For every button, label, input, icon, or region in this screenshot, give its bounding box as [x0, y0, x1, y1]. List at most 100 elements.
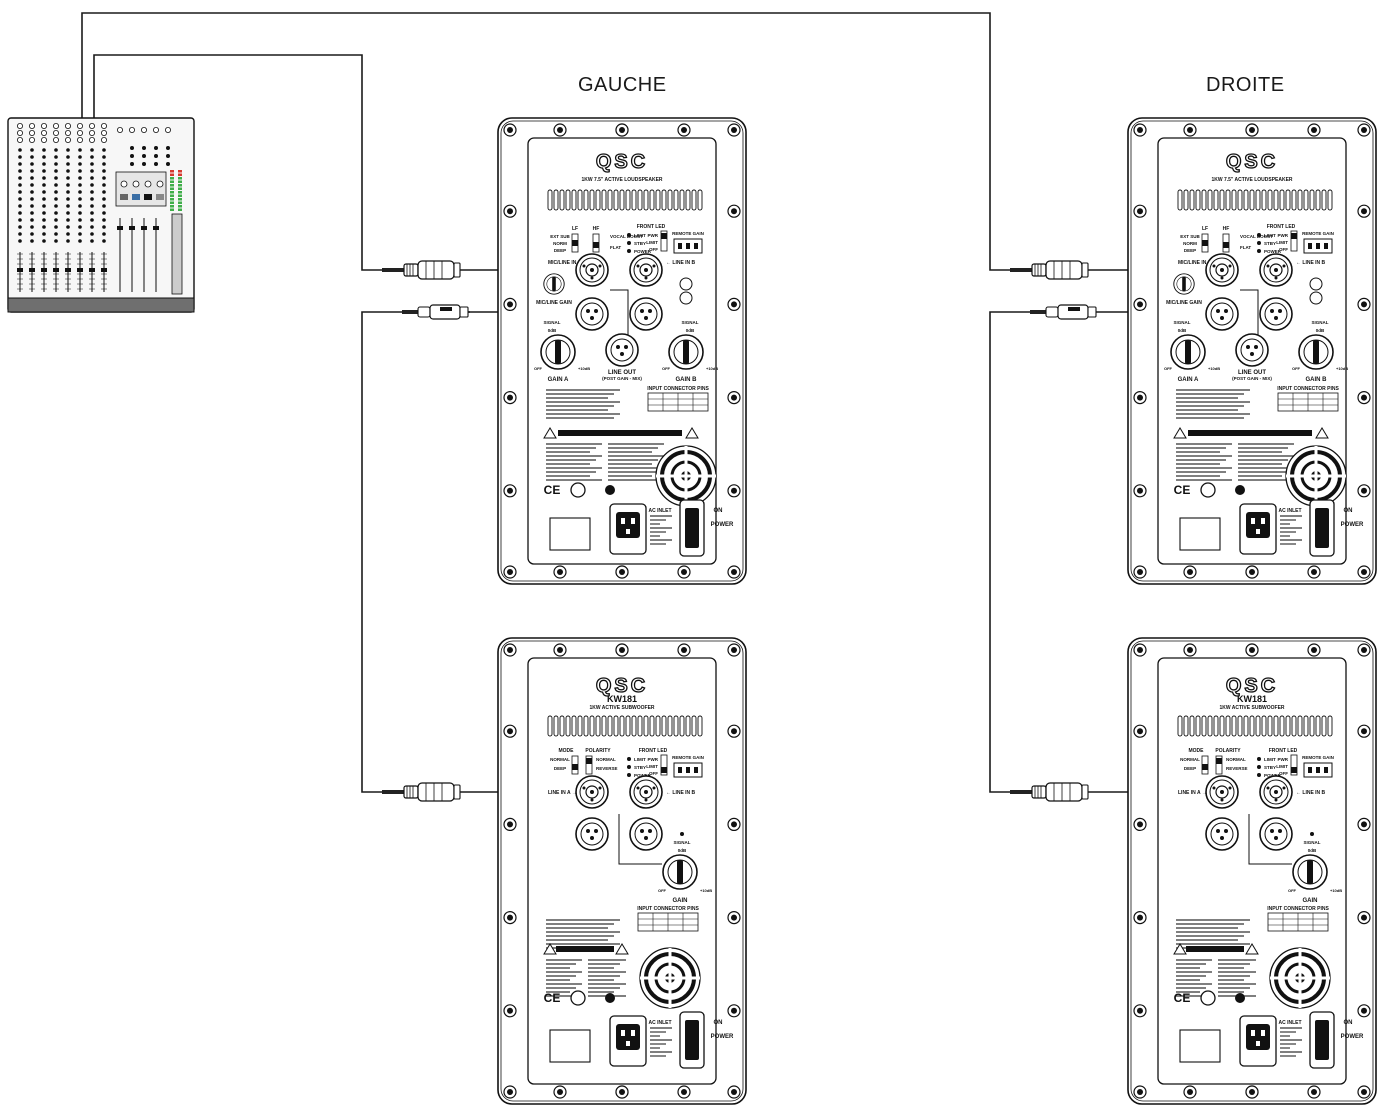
polarity-switch[interactable] [585, 755, 593, 775]
level-meter-segment [170, 173, 174, 176]
mounting-screw [1183, 1085, 1197, 1099]
mixer-knob [90, 162, 94, 166]
mode-label: MODE [1189, 748, 1205, 754]
warning-icon [615, 943, 629, 955]
led-stby-label: STBY [1264, 765, 1276, 770]
signal-label: SIGNAL [1303, 840, 1320, 845]
line-in-b-label: ← LINE IN B [1296, 790, 1326, 796]
vent-slot [1183, 189, 1189, 211]
mixer-knob [66, 218, 70, 222]
mounting-screw [727, 1085, 741, 1099]
sub-model: KW181 [607, 694, 637, 704]
polarity-switch[interactable] [1215, 755, 1223, 775]
vent-slot [643, 189, 649, 211]
mixer-knob [66, 155, 70, 159]
hf-label: HF [593, 226, 600, 232]
vent-slot [625, 189, 631, 211]
limit-sel-label: LIMIT [646, 764, 658, 769]
remote-gain-pin [686, 767, 690, 773]
vent-slot [697, 189, 703, 211]
gain-a-label: GAIN A [1178, 377, 1199, 383]
mixer-knob [18, 155, 22, 159]
mixer-knob [54, 155, 58, 159]
mounting-screw [1133, 1004, 1147, 1018]
mixer-jack [28, 129, 35, 136]
mounting-screw [503, 297, 517, 311]
warning-bar [558, 430, 682, 436]
mixer-knob [90, 190, 94, 194]
mixer-knob [102, 169, 106, 173]
power-rocker [1315, 1020, 1329, 1060]
warning-icon [543, 427, 557, 439]
fader-cap [101, 268, 107, 272]
front-led-switch[interactable] [1290, 230, 1298, 252]
mounting-screw [503, 484, 517, 498]
level-meter-segment [178, 201, 182, 204]
mixer-jack [28, 123, 35, 130]
mixer-knob [54, 176, 58, 180]
warning-bar [1188, 430, 1312, 436]
mixer-jack [77, 123, 84, 130]
mounting-screw [727, 297, 741, 311]
rca-jack [679, 291, 693, 305]
vent-slot [583, 715, 589, 737]
vent-slot [655, 715, 661, 737]
level-meter-segment [178, 198, 182, 201]
fx-knob [120, 180, 128, 188]
remote-gain-pin [686, 243, 690, 249]
mounting-screw [1357, 643, 1371, 657]
mixer-knob [18, 148, 22, 152]
vent-slot [619, 715, 625, 737]
weee-mark-icon [1235, 993, 1245, 1003]
mounting-screw [503, 565, 517, 579]
vent-slot [1309, 189, 1315, 211]
fader-cap [129, 226, 135, 230]
mounting-screw [1133, 1085, 1147, 1099]
mounting-screw [615, 565, 629, 579]
fx-button [144, 194, 152, 200]
remote-gain-pin [694, 243, 698, 249]
remote-gain-label: REMOTE GAIN [672, 755, 704, 760]
label-plate [1179, 1029, 1221, 1063]
mixer-knob [102, 197, 106, 201]
vent-slot [571, 189, 577, 211]
led-indicator [1257, 773, 1261, 777]
gain-a-knob [540, 334, 576, 370]
ac-pin [621, 518, 625, 524]
power-on-label: ON [714, 508, 723, 514]
front-led-switch[interactable] [1290, 754, 1298, 776]
mixer-jack [53, 123, 60, 130]
plus10-a-label: +10dB [578, 366, 590, 371]
mixer-knob [166, 146, 170, 150]
vent-slot [631, 189, 637, 211]
plus10-label: +10dB [1330, 888, 1342, 893]
input-pins-label: INPUT CONNECTOR PINS [1277, 386, 1339, 392]
mounting-screw [1357, 817, 1371, 832]
mic-line-gain-knob [543, 273, 565, 295]
vent-slot [673, 189, 679, 211]
mixer-body [7, 117, 195, 313]
mixer-knob [78, 239, 82, 243]
mixer-knob [54, 169, 58, 173]
gain-b-label: GAIN B [676, 377, 698, 383]
mounting-screw [553, 643, 567, 657]
vocal-boost-label: VOCAL BOOST [1240, 234, 1273, 239]
front-led-switch[interactable] [660, 754, 668, 776]
mounting-screw [1307, 1085, 1321, 1099]
ac-inlet-label: AC INLET [1278, 1020, 1301, 1026]
mounting-screw [1133, 910, 1147, 925]
mixer-knob [102, 162, 106, 166]
qsc-logo: QSC [1226, 151, 1278, 173]
front-led-label: FRONT LED [1269, 748, 1298, 754]
vent-slot [1327, 715, 1333, 737]
level-meter-segment [170, 208, 174, 211]
mixer-knob [42, 232, 46, 236]
xlr-lineout-plug-right [1029, 304, 1097, 320]
cable-line [989, 311, 1095, 793]
front-led-switch[interactable] [660, 230, 668, 252]
level-meter-segment [178, 184, 182, 187]
cable-line [93, 54, 392, 271]
vent-slot [1303, 715, 1309, 737]
vent-slot [1261, 715, 1267, 737]
